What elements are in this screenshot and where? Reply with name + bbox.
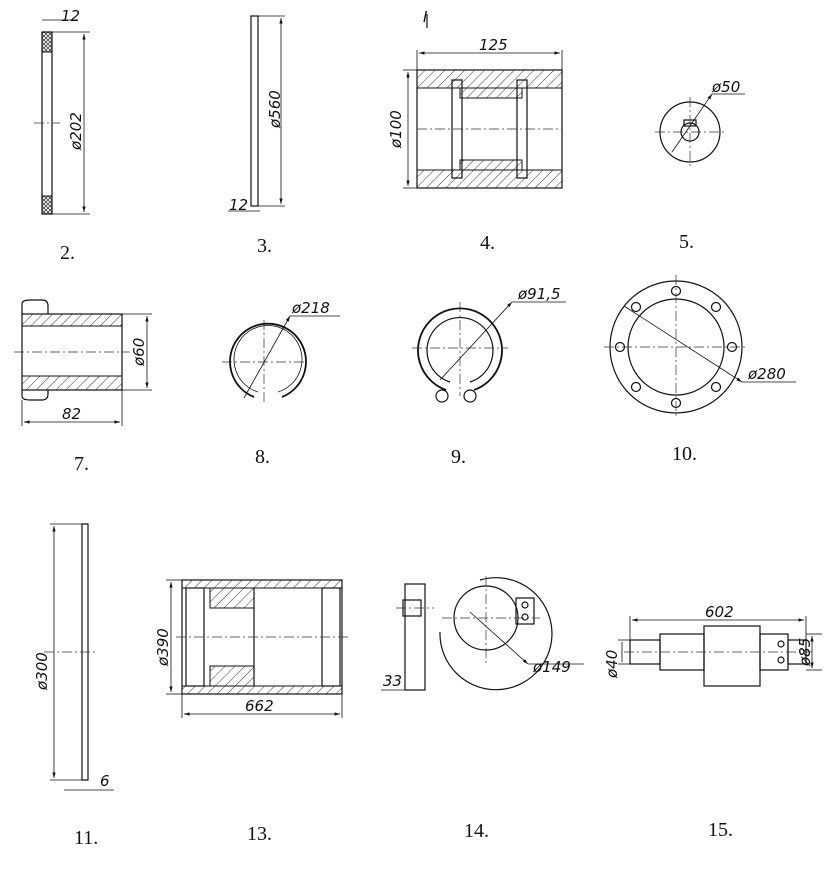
part-4-dim-length: 125 [479,36,508,54]
part-2-dim-diameter: ø202 [67,112,85,151]
part-10-drawing: ø280 [604,275,796,419]
part-11-drawing: ø300 6 [33,523,114,791]
part-10-dim-diameter: ø280 [747,365,786,383]
part-11-dim-thickness: 6 [100,772,110,790]
part-15-dim-shaft-diameter: ø40 [603,650,621,679]
part-8-dim-diameter: ø218 [291,299,330,317]
part-2-drawing: 12 ø202 [34,7,90,215]
part-4-mark: I [423,8,428,26]
part-7-dim-diameter: ø60 [130,338,148,367]
part-13-dim-diameter: ø390 [154,628,172,667]
part-15-drawing: 602 ø40 ø85 [603,603,822,687]
part-11-number: 11. [74,827,98,849]
part-13-number: 13. [247,823,272,845]
part-7-number: 7. [74,453,89,475]
part-5-number: 5. [679,231,694,253]
part-4-drawing: I 125 ø100 [387,8,563,189]
part-15-dim-flange-diameter: ø85 [796,638,814,667]
part-13-dim-length: 662 [245,697,274,715]
part-14-drawing: 33 ø149 [381,576,584,691]
part-2-dim-width: 12 [61,7,80,25]
part-4-dim-diameter: ø100 [387,110,405,149]
part-9-drawing: ø91,5 [412,285,566,403]
part-15-dim-length: 602 [705,603,734,621]
part-14-dim-width: 33 [383,672,402,690]
part-8-drawing: ø218 [222,299,340,404]
part-3-number: 3. [257,235,272,257]
part-10-number: 10. [672,443,697,465]
part-4-number: 4. [480,232,495,254]
part-7-dim-length: 82 [62,405,81,423]
part-3-drawing: ø560 12 [228,15,285,214]
part-15-number: 15. [708,819,733,841]
part-3-dim-diameter: ø560 [266,90,284,129]
part-9-number: 9. [451,446,466,468]
part-5-dim-diameter: ø50 [711,78,740,96]
part-14-dim-diameter: ø149 [532,658,571,676]
part-9-dim-diameter: ø91,5 [517,285,561,303]
part-11-dim-diameter: ø300 [33,652,51,691]
part-8-number: 8. [255,446,270,468]
part-5-drawing: ø50 [655,78,745,167]
part-3-dim-width: 12 [229,196,248,214]
part-2-number: 2. [60,242,75,264]
part-13-drawing: ø390 662 [154,579,350,718]
part-14-number: 14. [464,820,489,842]
part-7-drawing: ø60 82 [14,299,152,426]
